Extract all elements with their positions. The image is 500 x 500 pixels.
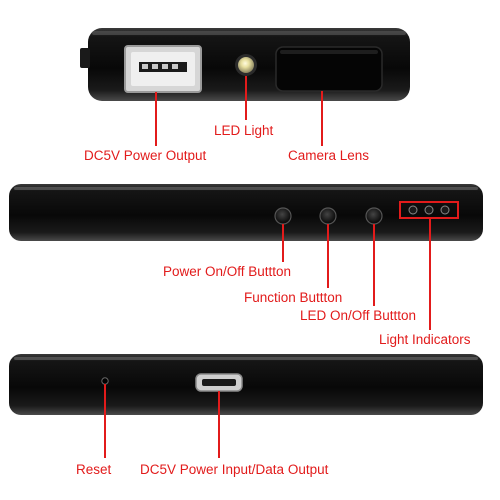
led-button: [365, 207, 383, 225]
label-led-light: LED Light: [214, 123, 274, 138]
device-body-bottom: [9, 354, 483, 415]
bottom-edge-view: [9, 354, 483, 458]
micro-usb-port: [195, 373, 243, 392]
device-body-side: [9, 184, 483, 241]
label-power-button: Power On/Off Buttton: [163, 264, 292, 279]
camera-lens: [275, 46, 383, 92]
power-button: [274, 207, 292, 225]
label-led-button: LED On/Off Buttton: [300, 308, 417, 323]
label-dc5v-output: DC5V Power Output: [84, 148, 207, 163]
label-function-button: Function Buttton: [244, 290, 343, 305]
reset-hole: [101, 377, 109, 385]
light-indicators: [399, 201, 459, 219]
function-button: [319, 207, 337, 225]
top-edge-view: [80, 28, 410, 146]
led-light: [235, 54, 257, 76]
label-dc5v-input: DC5V Power Input/Data Output: [140, 462, 329, 477]
usb-port: [124, 45, 202, 93]
label-reset: Reset: [76, 462, 112, 477]
side-edge-view: [9, 184, 483, 330]
label-light-indicators: Light Indicators: [379, 332, 471, 347]
label-camera-lens: Camera Lens: [288, 148, 370, 163]
